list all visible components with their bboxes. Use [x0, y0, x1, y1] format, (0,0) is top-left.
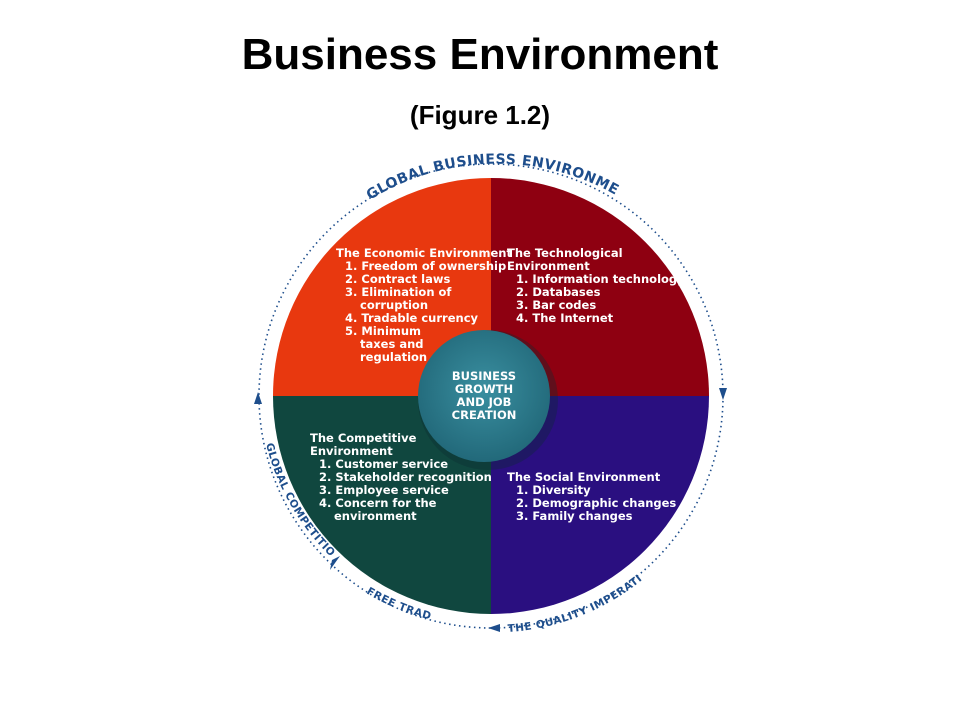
competitive-item: 1. Customer service — [319, 457, 448, 471]
center-disc — [418, 330, 550, 462]
arrow-left-icon — [254, 392, 262, 404]
economic-heading: The Economic Environment — [336, 246, 512, 260]
social-item: 1. Diversity — [516, 483, 591, 497]
economic-item: 3. Elimination of — [345, 285, 452, 299]
social-item: 2. Demographic changes — [516, 496, 676, 510]
social-quadrant — [491, 396, 709, 614]
center-label-line: AND JOB — [457, 395, 512, 409]
competitive-item: 3. Employee service — [319, 483, 449, 497]
ring-arrows — [254, 388, 727, 632]
competitive-item: 4. Concern for the — [319, 496, 437, 510]
technological-item: 3. Bar codes — [516, 298, 596, 312]
center-label: BUSINESS GROWTH AND JOB CREATION — [452, 369, 517, 422]
technological-quadrant — [491, 178, 709, 396]
competitive-heading: The Competitive — [310, 431, 417, 445]
competitive-item-cont: environment — [334, 509, 417, 523]
social-heading: The Social Environment — [507, 470, 661, 484]
economic-item: 4. Tradable currency — [345, 311, 479, 325]
ring-label-left-path: GLOBAL COMPETITION — [0, 0, 337, 559]
economic-item: 5. Minimum — [345, 324, 421, 338]
technological-environment-text: The Technological Environment 1. Informa… — [507, 246, 685, 325]
center-label-line: BUSINESS — [452, 369, 516, 383]
arrow-right-icon — [719, 388, 727, 400]
figure-caption: (Figure 1.2) — [409, 100, 551, 130]
center-label-line: GROWTH — [455, 382, 513, 396]
technological-item: 4. The Internet — [516, 311, 614, 325]
competitive-quadrant — [273, 396, 491, 614]
center-label-line: CREATION — [452, 408, 517, 422]
technological-heading: The Technological — [507, 246, 623, 260]
technological-heading: Environment — [507, 259, 590, 273]
economic-item-cont: taxes and — [360, 337, 424, 351]
economic-quadrant — [273, 178, 491, 396]
page-title: Business Environment — [241, 30, 719, 79]
economic-item-cont: regulation — [360, 350, 427, 364]
competitive-environment-text: The Competitive Environment 1. Customer … — [310, 431, 492, 523]
economic-item: 1. Freedom of ownership — [345, 259, 506, 273]
ring-label-top: GLOBAL BUSINESS ENVIRONMENT — [0, 0, 622, 203]
social-environment-text: The Social Environment 1. Diversity 2. D… — [507, 470, 676, 523]
arrow-bl-icon — [330, 556, 340, 570]
technological-item: 2. Databases — [516, 285, 601, 299]
economic-item-cont: corruption — [360, 298, 428, 312]
technological-item: 1. Information technology — [516, 272, 685, 286]
social-item: 3. Family changes — [516, 509, 633, 523]
competitive-item: 2. Stakeholder recognition — [319, 470, 492, 484]
competitive-heading: Environment — [310, 444, 393, 458]
ring-label-top-path: GLOBAL BUSINESS ENVIRONMENT — [0, 0, 621, 203]
arrow-bottom-icon — [488, 624, 500, 632]
ring-label-left: GLOBAL COMPETITION — [0, 0, 337, 559]
economic-environment-text: The Economic Environment 1. Freedom of o… — [336, 246, 512, 364]
economic-item: 2. Contract laws — [345, 272, 450, 286]
